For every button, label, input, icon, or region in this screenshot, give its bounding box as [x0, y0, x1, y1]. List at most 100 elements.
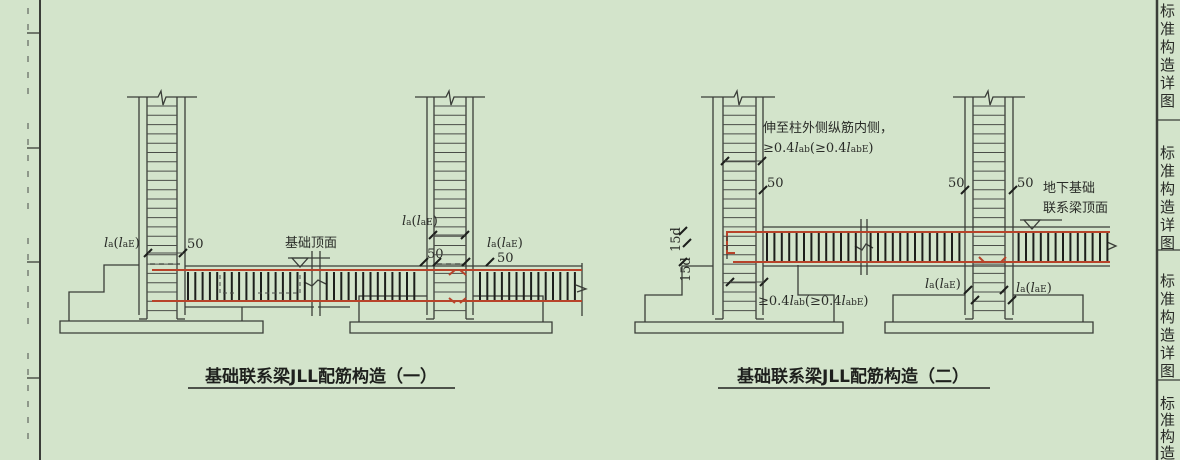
label-part: ≥0.4 — [763, 141, 795, 156]
label-part: ) — [1047, 281, 1052, 296]
label-part: aE — [506, 240, 518, 250]
label-part: ( — [114, 236, 119, 251]
anchor-length-label: la(laE) — [925, 277, 961, 292]
side-title-char: 准 — [1160, 411, 1175, 429]
dimension-tick — [432, 257, 442, 267]
footing-slab — [59, 320, 264, 334]
dimension-tick — [1007, 295, 1017, 305]
dim-50: 50 — [1017, 176, 1034, 191]
label-part: l — [790, 294, 794, 309]
label-part: l — [502, 236, 506, 251]
dimension-tick — [678, 257, 688, 267]
beam-break-section — [860, 219, 868, 275]
footing-slab — [634, 321, 844, 334]
footing-step — [68, 264, 139, 321]
label-part: l — [1016, 281, 1020, 296]
label-part: a — [406, 218, 412, 228]
break-line — [701, 88, 775, 106]
anchor-length-label: la(laE) — [402, 214, 438, 229]
rebar-hook — [978, 256, 1007, 263]
dimension-tick — [682, 238, 692, 248]
side-title-char: 图 — [1160, 92, 1175, 110]
dim-50: 50 — [187, 237, 204, 252]
beam-top-longitudinal-rebar — [726, 231, 1110, 254]
footing-slab — [884, 321, 1094, 334]
left-binding-strip — [27, 0, 41, 460]
anchor-length-label: la(laE) — [104, 236, 140, 251]
side-title-char: 造 — [1160, 198, 1175, 216]
anchorage-note: 伸至柱外侧纵筋内侧， — [763, 120, 893, 136]
break-symbol-icon — [303, 279, 327, 287]
label-part: ≥0.4 — [758, 294, 790, 309]
label-part: l — [847, 141, 851, 156]
label-part: l — [104, 236, 108, 251]
right-title-strip — [1155, 0, 1180, 460]
label-part: l — [402, 214, 406, 229]
side-title-char: 构 — [1160, 180, 1175, 198]
dim-50: 50 — [497, 251, 514, 266]
label-part: l — [795, 141, 799, 156]
side-title-char: 构 — [1160, 428, 1175, 446]
label-part: l — [119, 236, 123, 251]
label-part: aE — [421, 218, 433, 228]
side-title-char: 详 — [1160, 216, 1175, 234]
dimension-tick — [1008, 185, 1018, 195]
label-part: ( — [497, 236, 502, 251]
min-anchorage-label: ≥0.4lab(≥0.4labE) — [758, 294, 868, 309]
side-title-char: 造 — [1160, 326, 1175, 344]
label-part: ( — [412, 214, 417, 229]
footing-step — [644, 265, 713, 322]
label-part: ) — [868, 141, 873, 156]
side-title-char: 标 — [1160, 272, 1175, 290]
label-part: ) — [518, 236, 523, 251]
break-line — [127, 88, 197, 106]
break-line — [415, 88, 485, 106]
label-part: l — [842, 294, 846, 309]
side-title-char: 标 — [1160, 395, 1175, 413]
dimension-tick — [485, 257, 495, 267]
dimension-tick — [678, 226, 688, 236]
label-part: ( — [935, 277, 940, 292]
label-part: a — [108, 240, 114, 250]
label-part: ab — [799, 145, 810, 155]
label-part: ( — [1026, 281, 1031, 296]
diagram2-title: 基础联系梁JLL配筋构造（二） — [736, 366, 969, 387]
dim-15d: 15d — [679, 257, 694, 282]
side-title-char: 准 — [1160, 162, 1175, 180]
break-symbol-icon — [854, 243, 874, 251]
side-title-char: 图 — [1160, 362, 1175, 380]
label-part: ) — [956, 277, 961, 292]
side-title-char: 标 — [1160, 2, 1175, 20]
beam-break-section — [311, 251, 321, 316]
side-title-char: 造 — [1160, 444, 1175, 460]
label-part: l — [1031, 281, 1035, 296]
side-title-char: 准 — [1160, 20, 1175, 38]
label-part: l — [417, 214, 421, 229]
side-title-char: 准 — [1160, 290, 1175, 308]
rebar-hook — [448, 269, 467, 304]
generated-geometry: 标准构造详图标准构造详图标准构造详图标准构造la(laE)la(laE)la(l… — [27, 2, 1175, 460]
dimension-tick — [963, 285, 973, 295]
footing-slab — [349, 321, 553, 334]
side-title-char: 造 — [1160, 56, 1175, 74]
beam-lap-dashed — [219, 275, 301, 294]
label-part: aE — [1035, 285, 1047, 295]
label-part: abE — [851, 145, 869, 155]
anchor-length-label: la(laE) — [1016, 281, 1052, 296]
dim-50: 50 — [767, 176, 784, 191]
label-part: (≥0.4 — [810, 141, 847, 156]
label-part: ) — [135, 236, 140, 251]
label-part: a — [1020, 285, 1026, 295]
label-part: (≥0.4 — [805, 294, 842, 309]
anchor-length-label: la(laE) — [487, 236, 523, 251]
label-part: l — [925, 277, 929, 292]
dim-50: 50 — [948, 176, 965, 191]
side-title-char: 标 — [1160, 144, 1175, 162]
label-part: l — [487, 236, 491, 251]
break-symbol-icon — [575, 284, 588, 293]
beam-top-label-line1: 地下基础 — [1043, 181, 1095, 196]
side-title-char: 构 — [1160, 38, 1175, 56]
dimension-tick — [999, 285, 1009, 295]
